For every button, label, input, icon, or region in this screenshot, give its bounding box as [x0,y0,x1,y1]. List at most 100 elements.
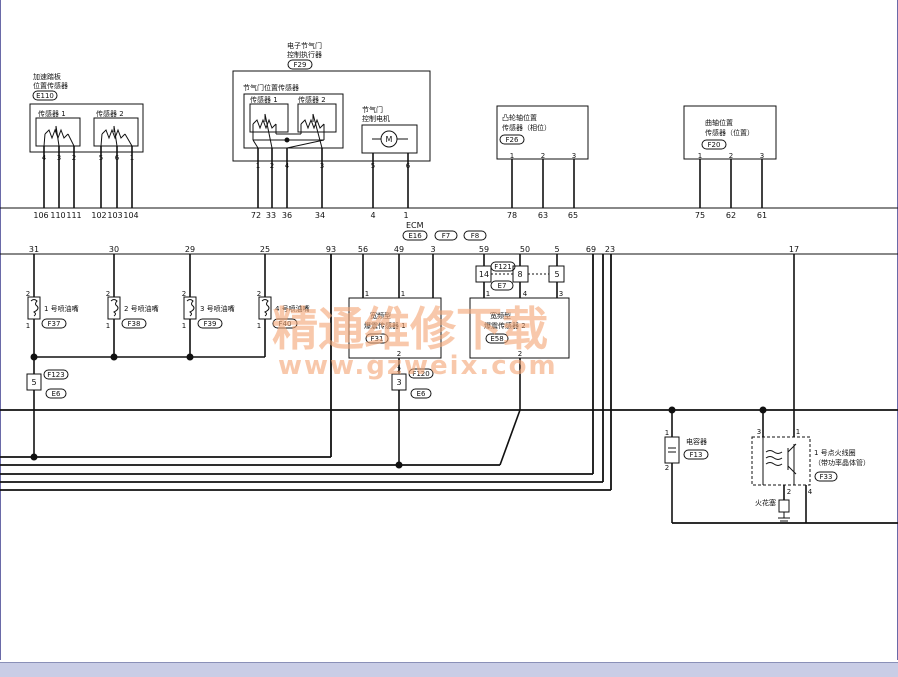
pin: 1 [401,290,405,298]
injector-1-label: 1 号喷油嘴 [44,304,79,313]
pin: 4 [808,488,813,496]
pin: 3 [757,428,761,436]
pin: 2 [397,350,401,358]
ecm-terminal: 25 [260,245,270,254]
app-sensor2-label: 传感器 2 [96,109,124,118]
joint-connector: E7 [498,282,507,290]
ecm-terminal: 59 [479,245,489,254]
joint-connector: F123 [47,371,64,379]
ecm-terminal: 17 [789,245,799,254]
knock-sensor-1-label-2: 爆震传感器 1 [364,321,406,330]
pin: 1 [510,152,514,160]
injector-2-label: 2 号喷油嘴 [124,304,159,313]
ecm-terminal: 65 [568,211,578,220]
cam-sensor-title-2: 传感器（相位） [502,123,551,132]
pin: 2 [729,152,733,160]
ecm-terminal: 63 [538,211,548,220]
ecm-terminal: 56 [358,245,368,254]
motor-title: 节气门 [362,105,383,114]
injector-circuits [26,254,298,461]
knock-sensor-1-connector: F31 [371,335,384,343]
watermark-url: www.gzweix.com [278,351,558,381]
pin: 2 [182,290,186,298]
bottom-scroll-bar[interactable] [0,662,898,677]
cam-sensor-title: 凸轮轴位置 [502,113,537,122]
ecm-terminal: 106 [33,211,48,220]
crank-sensor-connector: F20 [708,141,721,149]
ecm-terminal: 72 [251,211,261,220]
pin: 1 [257,322,261,330]
pin: 3 [57,154,61,162]
pin: 2 [397,366,401,374]
ignition-coil-label: 1 号点火线圈 [814,448,856,457]
joint-connector: F120 [412,370,429,378]
knock-sensor-2-label: 宽频型 [490,311,511,320]
pin: 1 [26,322,30,330]
injector-4-label: 4 号喷油嘴 [275,304,310,313]
ecm-terminal: 103 [107,211,122,220]
pin: 2 [26,290,30,298]
pin: 1 [256,162,260,170]
tps-sensor2-label: 传感器 2 [298,95,326,104]
pin: 6 [406,162,411,170]
ecm-terminal: 23 [605,245,615,254]
capacitor-connector: F13 [690,451,703,459]
app-sensor-title-2: 位置传感器 [33,81,68,90]
joint-connector: F121 [494,263,511,271]
ecm-terminal: 50 [520,245,530,254]
crank-sensor-title: 曲轴位置 [705,118,733,127]
camshaft-position-sensor [496,105,589,208]
ecm-terminal: 49 [394,245,404,254]
ecm-terminal: 29 [185,245,195,254]
ecm-terminal: 4 [370,211,375,220]
capacitor-label: 电容器 [686,437,707,446]
pin: 5 [371,162,375,170]
ecm-terminal: 1 [403,211,408,220]
ecm-connector: F7 [442,232,450,240]
injector-4-connector: F40 [279,320,292,328]
ecm-terminal: 61 [757,211,767,220]
tps-title: 节气门位置传感器 [243,83,299,92]
crank-sensor-title-2: 传感器（位置） [705,128,754,137]
pin: 5 [99,154,103,162]
joint-pin: 5 [554,270,559,279]
ecm-terminal: 69 [586,245,596,254]
knock-sensor-2-connector: E58 [490,335,503,343]
accelerator-pedal-sensor [29,90,144,208]
pin: 4 [285,162,290,170]
injector-3-label: 3 号喷油嘴 [200,304,235,313]
joint-pin: 8 [517,270,522,279]
pin: 6 [115,154,120,162]
ecm-terminal: 75 [695,211,705,220]
joint-pin: 5 [31,378,36,387]
ignition-coil-label-2: （带功率晶体管） [814,458,870,467]
joint-connector: E6 [417,390,426,398]
knock-sensor-2-label-2: 爆震传感器 2 [484,321,526,330]
ecm-terminal: 110 [50,211,65,220]
ecm-terminal: 102 [91,211,106,220]
joint-connector: E6 [52,390,61,398]
throttle-title-2: 控制执行器 [287,50,322,59]
pin: 3 [559,290,563,298]
pin: 1 [182,322,186,330]
pin: 1 [365,290,369,298]
pin: 2 [518,350,522,358]
ignition-coil-connector: F33 [820,473,833,481]
ecm-label: ECM [406,221,424,230]
motor-symbol: M [386,135,393,144]
ecm-terminal: 62 [726,211,736,220]
ecm-terminal: 78 [507,211,517,220]
injector-3-connector: F39 [204,320,217,328]
ecm-connector: E16 [408,232,422,240]
pin: 2 [72,154,76,162]
pin: 4 [42,154,47,162]
ecm-terminal: 5 [554,245,559,254]
pin: 3 [572,152,576,160]
joint-pin: 3 [396,378,401,387]
capacitor-circuit [664,406,898,524]
cam-sensor-connector: F26 [506,136,519,144]
pin: 1 [106,322,110,330]
pin: 2 [665,464,669,472]
tps-sensor1-label: 传感器 1 [250,95,278,104]
ecm-connector: F8 [471,232,479,240]
